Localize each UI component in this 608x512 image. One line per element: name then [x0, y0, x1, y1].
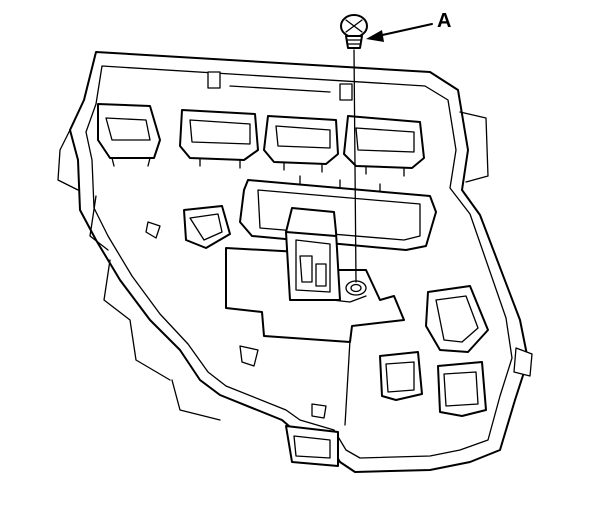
bolt-hole-inner — [350, 283, 362, 293]
top-relay-sockets — [97, 103, 425, 177]
right-socket-upper — [425, 285, 489, 353]
housing-top-ridge — [229, 85, 331, 93]
center-relay — [285, 207, 341, 301]
right-edge-tab — [513, 347, 533, 377]
housing-left-steps — [57, 129, 221, 421]
bolt-hole — [345, 280, 367, 296]
housing-top-tab — [339, 83, 353, 101]
housing-inner-rim — [85, 65, 513, 459]
small-tab — [145, 221, 161, 239]
right-socket-lower-right — [437, 361, 487, 417]
housing-hook — [239, 345, 259, 367]
install-guide-line-lower — [344, 339, 351, 426]
bottom-clip — [285, 403, 339, 467]
housing-right-block — [459, 111, 489, 183]
housing-top-tab — [207, 71, 221, 89]
screw-fastener — [340, 14, 368, 49]
callout-arrowhead — [366, 30, 384, 42]
install-guide-line — [353, 49, 357, 283]
callout-label-a: A — [437, 10, 452, 32]
callout-leader-line — [377, 23, 433, 37]
